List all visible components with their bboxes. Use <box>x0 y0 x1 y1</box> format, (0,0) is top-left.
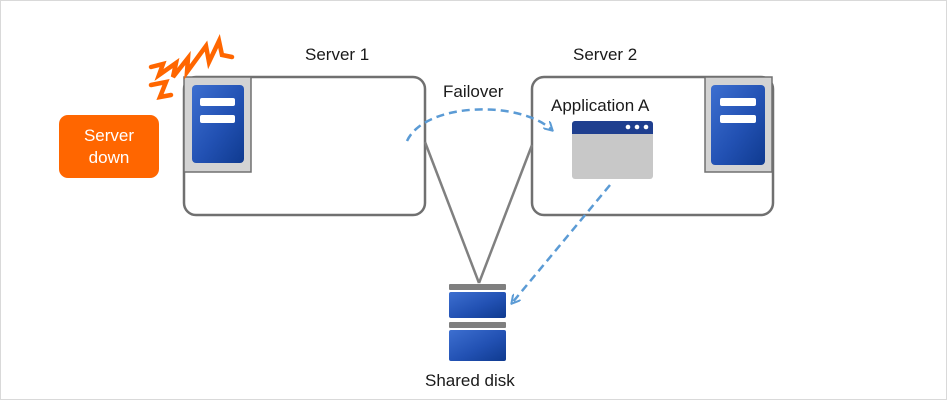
application-label: Application A <box>551 96 650 115</box>
server-down-line2: down <box>88 147 130 167</box>
shared-disk-icon <box>449 284 506 361</box>
server-down-badge: Server down <box>59 115 159 178</box>
shared-disk-label: Shared disk <box>425 371 515 390</box>
lightning-bolt-icon-lower <box>148 78 174 100</box>
application-window-icon <box>572 121 653 179</box>
server2-disk-link <box>477 144 534 284</box>
server2-title: Server 2 <box>573 45 638 64</box>
failover-arrow <box>405 108 552 142</box>
server1-icon <box>183 76 252 173</box>
lightning-bolt-icon <box>148 34 235 81</box>
server2-icon <box>704 76 773 173</box>
server-down-line1: Server <box>83 125 135 145</box>
server1-disk-link <box>423 141 481 284</box>
failover-label: Failover <box>443 82 504 101</box>
server1-title: Server 1 <box>305 45 370 64</box>
